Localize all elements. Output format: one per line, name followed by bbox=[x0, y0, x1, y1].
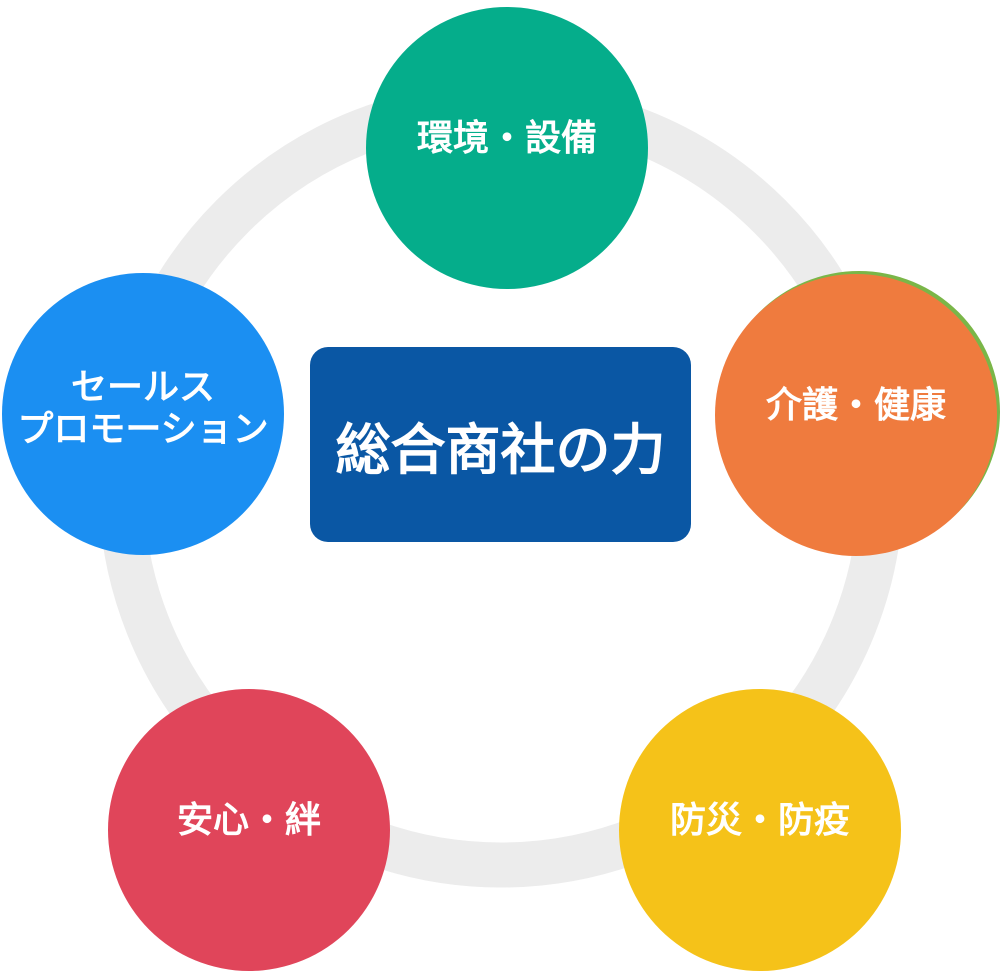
node-disaster-epidemic-prevention: 防災・防疫 bbox=[619, 689, 901, 971]
node-safety-bonds: 安心・絆 bbox=[108, 689, 390, 971]
node-safety-bonds-label: 安心・絆 bbox=[176, 798, 321, 840]
node-environment-facilities: 環境・設備 bbox=[366, 7, 648, 289]
node-sales-promotion: セールス プロモーション bbox=[2, 273, 284, 555]
node-environment-facilities-label: 環境・設備 bbox=[416, 116, 597, 158]
center-title: 総合商社の力 bbox=[335, 418, 666, 481]
node-care-health: 介護・健康 bbox=[715, 274, 997, 556]
node-sales-promotion-label-line2: プロモーション bbox=[17, 408, 269, 449]
node-disaster-epidemic-prevention-label: 防災・防疫 bbox=[669, 798, 850, 840]
node-care-health-label: 介護・健康 bbox=[765, 383, 946, 425]
center-title-box: 総合商社の力 bbox=[310, 347, 691, 542]
node-sales-promotion-label-line1: セールス bbox=[70, 365, 215, 407]
node-sales-promotion-label: セールス プロモーション bbox=[17, 366, 268, 451]
